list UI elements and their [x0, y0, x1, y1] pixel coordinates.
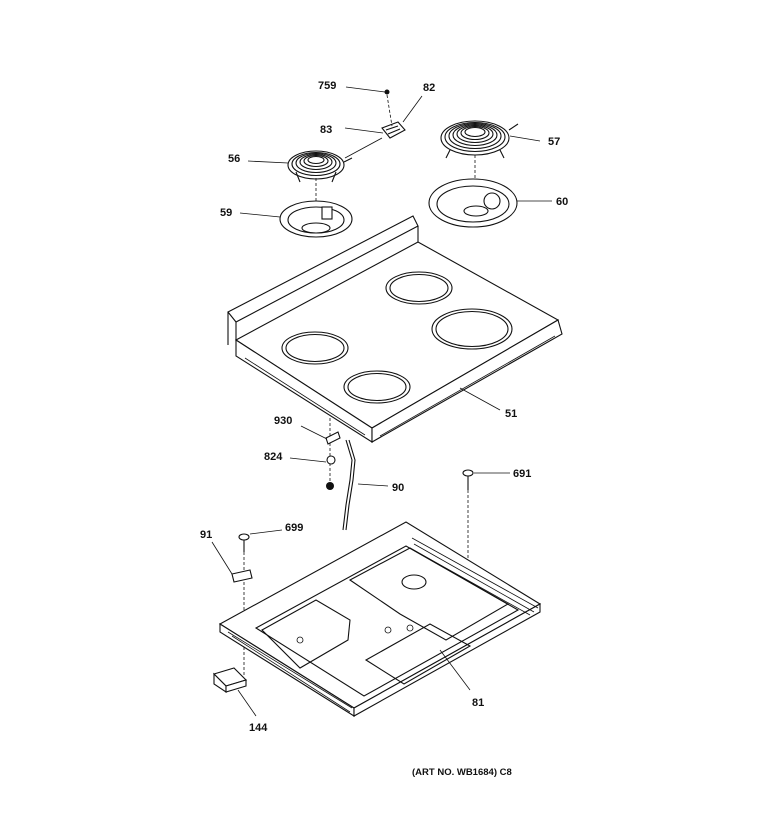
part-691-screw [462, 469, 510, 560]
part-60-large-drip-pan [428, 178, 552, 228]
part-759-screw [345, 86, 390, 95]
label-699: 699 [285, 522, 303, 534]
label-930: 930 [274, 415, 292, 427]
label-83: 83 [320, 124, 332, 136]
label-824: 824 [264, 451, 283, 463]
label-57: 57 [548, 136, 560, 148]
art-number-caption: (ART NO. WB1684) C8 [412, 767, 512, 778]
part-81-base-pan [218, 521, 542, 717]
label-759: 759 [318, 80, 336, 92]
part-930-824-90-hardware [289, 418, 389, 531]
label-59: 59 [220, 207, 232, 219]
part-51-cooktop [227, 215, 563, 443]
part-labels: 759 82 83 56 57 59 60 51 930 824 90 691 … [200, 80, 568, 734]
part-144-bracket [212, 667, 257, 717]
part-83-terminal-block [344, 94, 423, 159]
label-144: 144 [249, 722, 268, 734]
part-59-small-drip-pan [239, 200, 353, 238]
label-82: 82 [423, 82, 435, 94]
label-81: 81 [472, 697, 484, 709]
label-56: 56 [228, 153, 240, 165]
label-91: 91 [200, 529, 212, 541]
label-90: 90 [392, 482, 404, 494]
part-57-large-surface-element [440, 120, 541, 200]
label-51: 51 [505, 408, 517, 420]
part-56-small-surface-element [247, 150, 353, 210]
label-691: 691 [513, 468, 531, 480]
label-60: 60 [556, 196, 568, 208]
